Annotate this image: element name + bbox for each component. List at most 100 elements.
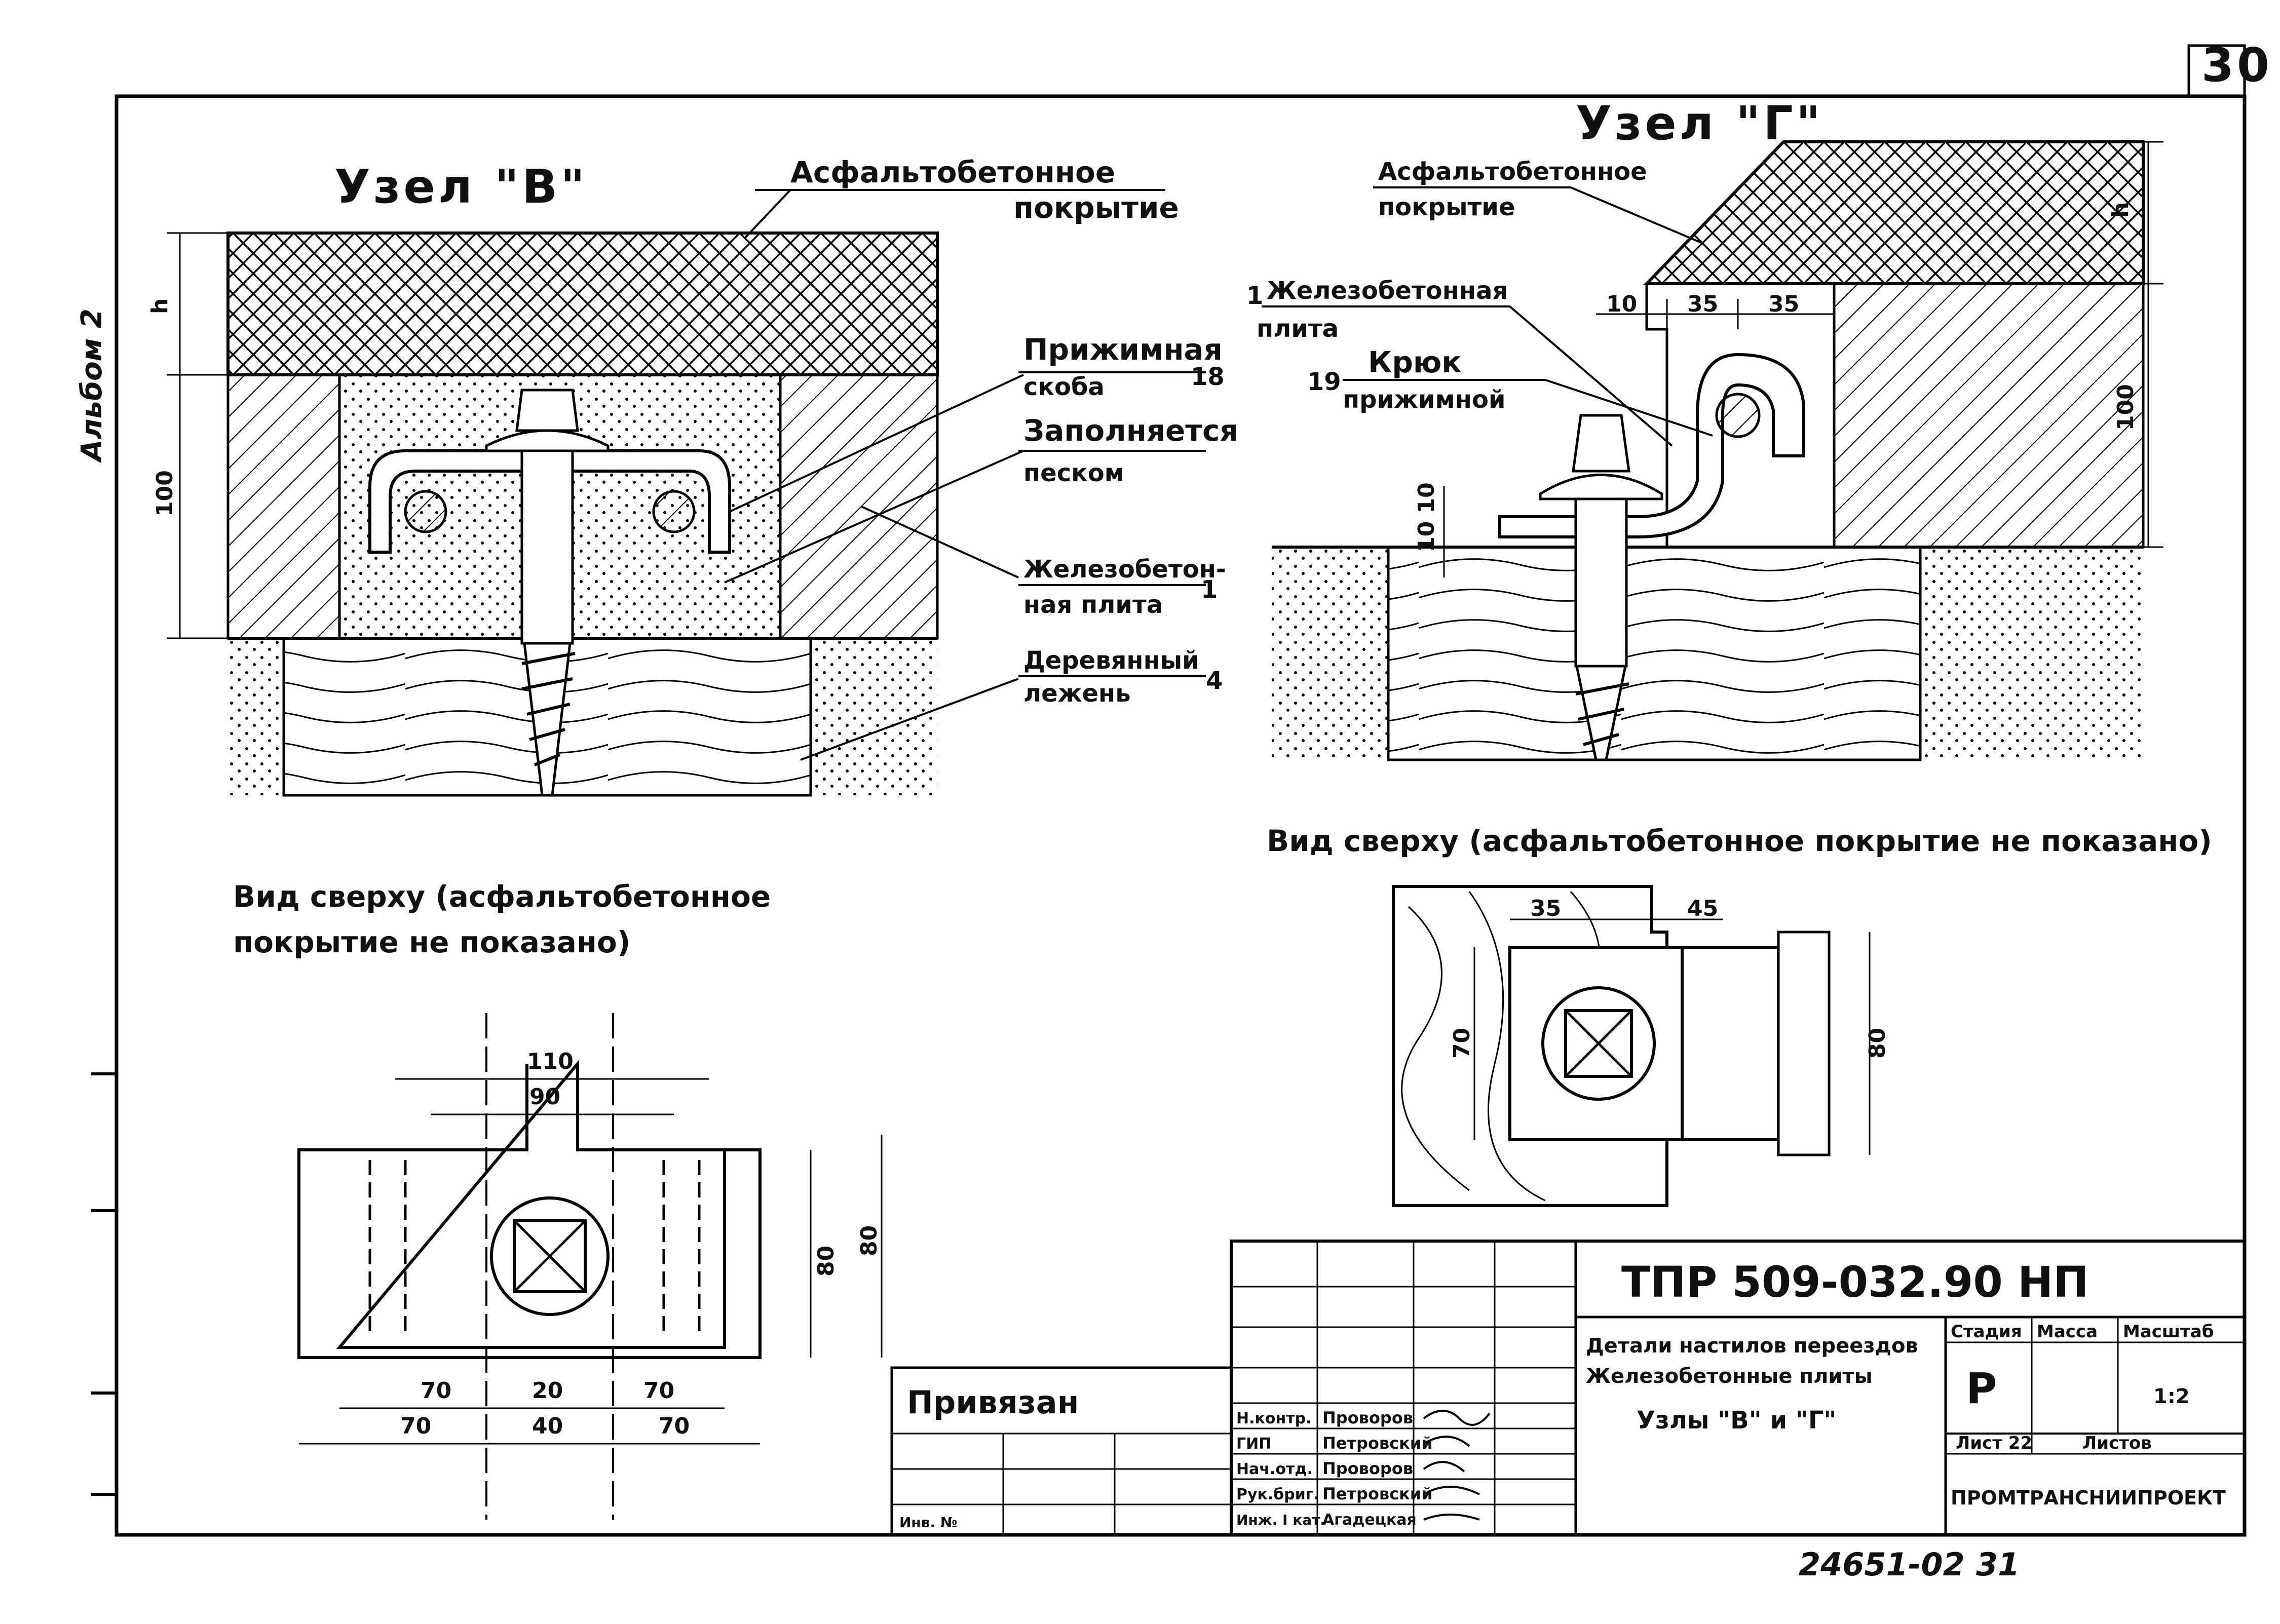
title-block: Привязан Инв. № Н.контр. ГИП Нач.отд. Ру… — [890, 1240, 2246, 1536]
signatures — [1423, 1410, 1491, 1521]
footer-sheet: 31 — [1976, 1546, 2020, 1583]
desc-1: Детали настилов переездов — [1586, 1334, 1918, 1358]
node-g-asphalt-label-2: покрытие — [1378, 193, 1515, 221]
inv-label: Инв. № — [899, 1514, 958, 1531]
node-g-dim-10: 10 — [1606, 291, 1637, 317]
slab-left — [226, 373, 341, 640]
doc-code: ТПР 509-032.90 НП — [1621, 1257, 2089, 1307]
name-0: Проворов — [1322, 1408, 1413, 1427]
rebar-g — [1715, 393, 1761, 438]
view-g-slab-edge — [1777, 931, 1831, 1156]
node-v-clamp-num: 18 — [1191, 363, 1225, 391]
sand-right-g — [1920, 547, 2143, 760]
view-g-dim-35: 35 — [1530, 896, 1561, 921]
node-v-dim-100: 100 — [152, 470, 178, 517]
view-v-dim-90: 90 — [529, 1084, 560, 1110]
node-g-slab-label-2: плита — [1257, 315, 1339, 343]
view-v-dim-20: 20 — [532, 1378, 563, 1404]
desc-3: Узлы "В" и "Г" — [1637, 1406, 1836, 1435]
asphalt-layer-g — [1643, 140, 2145, 285]
node-v-clamp-label: Прижимная — [1023, 332, 1223, 367]
node-v-sand-label: Заполняется — [1023, 413, 1239, 448]
view-v-dim-70a: 70 — [421, 1378, 451, 1404]
view-v-dim-70b: 70 — [643, 1378, 674, 1404]
stage-hdr: Стадия — [1951, 1322, 2022, 1342]
hook-g — [1498, 353, 1805, 538]
sand-bottom-left — [228, 638, 284, 795]
node-v-title: Узел "В" — [334, 160, 588, 214]
node-g-dim-35b: 35 — [1768, 291, 1799, 317]
screw-g — [1539, 414, 1663, 761]
node-v-slab-label: Железобетон- — [1023, 555, 1226, 584]
view-g-screw-square — [1564, 1009, 1633, 1078]
node-v-asphalt-label-2: покрытие — [1013, 190, 1179, 225]
node-v-dim-h: h — [147, 298, 173, 314]
role-1: ГИП — [1236, 1435, 1271, 1453]
view-v-dim-80b: 80 — [856, 1225, 882, 1256]
view-g-plate — [1508, 946, 1684, 1141]
role-0: Н.контр. — [1236, 1410, 1311, 1427]
sand-left-g — [1272, 547, 1388, 760]
scale-hdr: Масштаб — [2123, 1322, 2214, 1342]
view-g-dim-70: 70 — [1449, 1028, 1475, 1059]
album-label: Альбом 2 — [75, 308, 108, 463]
node-v-clamp-label-2: скоба — [1023, 373, 1105, 401]
bound-label: Привязан — [907, 1384, 1079, 1421]
view-v-screw-square — [513, 1219, 587, 1293]
asphalt-layer — [226, 231, 939, 376]
node-g-dim-10-10: 10 10 — [1414, 482, 1439, 552]
name-2: Проворов — [1322, 1459, 1413, 1478]
node-g-slab-label: Железобетонная — [1267, 277, 1508, 305]
rebar-right — [652, 490, 696, 533]
view-v-dim-110: 110 — [527, 1049, 574, 1074]
name-4: Агадецкая — [1322, 1511, 1417, 1529]
view-g-dim-80: 80 — [1865, 1028, 1890, 1059]
node-g-dim-h: h — [2108, 202, 2134, 218]
scale-val: 1:2 — [2153, 1385, 2190, 1408]
mass-hdr: Масса — [2037, 1322, 2098, 1342]
slab-notch-g — [1645, 284, 1836, 549]
view-v-dim-80a: 80 — [813, 1246, 839, 1277]
node-v-sleeper-label-2: лежень — [1023, 679, 1131, 708]
view-v-section: Вид сверху (асфальтобетонное покрытие не… — [233, 879, 883, 1520]
node-v-asphalt-label: Асфальтобетонное — [790, 155, 1115, 189]
role-4: Инж. I кат. — [1236, 1512, 1325, 1528]
role-3: Рук.бриг. — [1236, 1486, 1319, 1503]
node-g-dim-35a: 35 — [1687, 291, 1718, 317]
view-g-screw-head — [1541, 986, 1656, 1101]
node-v-sand-label-2: песком — [1023, 459, 1124, 487]
stage-val: Р — [1966, 1364, 1997, 1413]
view-g-caption: Вид сверху (асфальтобетонное покрытие не… — [1267, 824, 2212, 858]
view-g-dim-45: 45 — [1687, 896, 1718, 921]
view-v-caption-2: покрытие не показано) — [233, 925, 630, 959]
node-v-slab-label-2: ная плита — [1023, 591, 1163, 619]
node-g-title: Узел "Г" — [1576, 96, 1823, 150]
sleeper-g — [1387, 546, 1922, 761]
node-v-section: Узел "В" h 100 — [147, 155, 1239, 797]
screw — [485, 389, 610, 797]
node-g-hook-label: Крюк — [1368, 345, 1462, 379]
node-v-sleeper-label: Деревянный — [1023, 646, 1199, 675]
org-name: ПРОМТРАНСНИИПРОЕКТ — [1951, 1487, 2226, 1509]
slab-right-g — [1833, 282, 2145, 549]
desc-2: Железобетонные плиты — [1586, 1365, 1873, 1388]
name-3: Петровский — [1322, 1484, 1433, 1503]
name-1: Петровский — [1322, 1434, 1433, 1453]
rebar-left — [404, 490, 447, 533]
view-v-dim-70d: 70 — [659, 1413, 690, 1439]
role-2: Нач.отд. — [1236, 1460, 1313, 1478]
sheets-hdr: Листов — [2082, 1433, 2152, 1453]
page-number: 30 — [2201, 38, 2272, 92]
view-v-clamp — [336, 1059, 726, 1349]
node-v-slab-num: 1 — [1201, 575, 1218, 604]
view-v-screw-head — [490, 1196, 610, 1316]
node-v-sleeper-num: 4 — [1206, 667, 1223, 695]
node-g-hook-label-2: прижимной — [1343, 385, 1506, 414]
view-v-dim-40: 40 — [532, 1413, 563, 1439]
node-g-section: Узел "Г" 10 35 35 h — [1246, 96, 2163, 761]
node-g-hook-num: 19 — [1307, 368, 1341, 396]
view-v-dim-70c: 70 — [400, 1413, 431, 1439]
view-g-hook-plate — [1681, 946, 1780, 1141]
node-g-slab-num: 1 — [1246, 282, 1263, 310]
